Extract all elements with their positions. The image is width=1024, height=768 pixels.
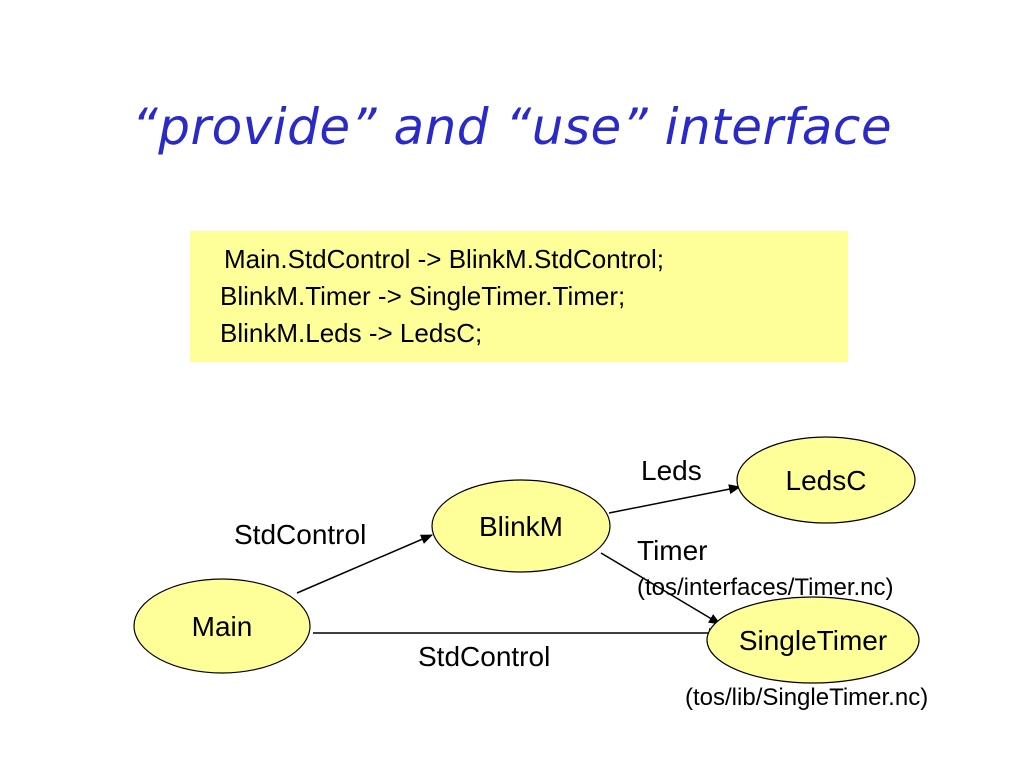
node-singletimer: SingleTimer (706, 596, 920, 684)
wiring-code-box: Main.StdControl -> BlinkM.StdControl; Bl… (190, 231, 848, 362)
code-line-2: BlinkM.Timer -> SingleTimer.Timer; (220, 281, 626, 311)
edge-blinkm-ledsc (608, 484, 741, 514)
node-ledsc: LedsC (736, 436, 916, 524)
singletimer-source-path: (tos/lib/SingleTimer.nc) (685, 684, 928, 711)
node-main-label: Main (192, 611, 253, 642)
edge-main-blinkm (296, 534, 433, 594)
timer-interface-path: (tos/interfaces/Timer.nc) (637, 574, 894, 601)
edge-label-main-singletimer: StdControl (418, 641, 550, 672)
slide-title: “provide” and “use” interface (131, 98, 893, 156)
node-blinkm-label: BlinkM (479, 511, 563, 542)
edge-label-blinkm-singletimer: Timer (637, 535, 708, 566)
node-blinkm: BlinkM (431, 479, 611, 573)
edge-label-blinkm-ledsc: Leds (641, 455, 702, 486)
edge-label-main-blinkm: StdControl (234, 519, 366, 550)
code-line-3: BlinkM.Leds -> LedsC; (220, 318, 483, 348)
node-singletimer-label: SingleTimer (739, 625, 887, 656)
node-main: Main (133, 578, 311, 674)
node-ledsc-label: LedsC (786, 465, 867, 496)
edge-blinkm-singletimer (600, 552, 721, 625)
code-line-1: Main.StdControl -> BlinkM.StdControl; (224, 244, 665, 274)
